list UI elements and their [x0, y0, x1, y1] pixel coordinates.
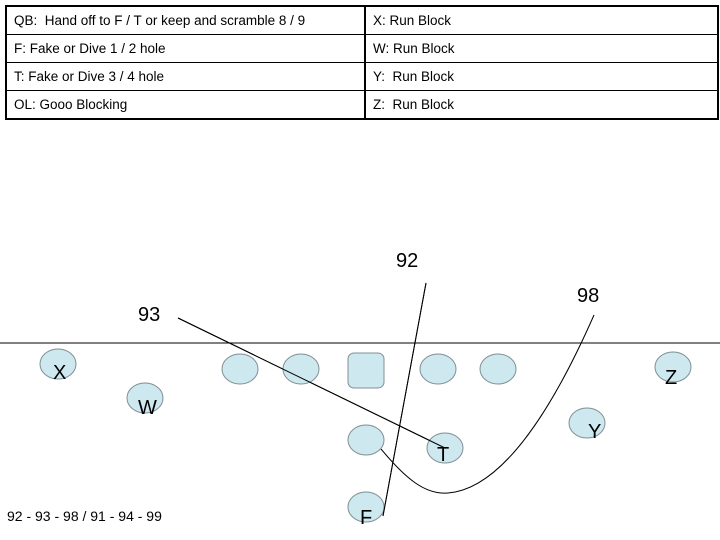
assignment-ol: OL: Gooo Blocking — [5, 90, 366, 120]
y-receiver-marker — [568, 407, 606, 439]
assignment-y: Y: Run Block — [364, 62, 719, 91]
f-back-marker — [347, 491, 385, 523]
assignment-f: F: Fake or Dive 1 / 2 hole — [5, 34, 366, 63]
player-label-f: F — [360, 507, 372, 529]
route-93-overlay — [177, 317, 446, 449]
player-label-z: Z — [665, 367, 677, 389]
player-label-x: X — [53, 362, 66, 384]
assignment-qb: QB: Hand off to F / T or keep and scramb… — [5, 5, 366, 35]
assignment-row: F: Fake or Dive 1 / 2 hole W: Run Block — [5, 34, 719, 63]
assignment-w: W: Run Block — [364, 34, 719, 63]
z-receiver-marker — [654, 351, 692, 383]
lineman-marker — [419, 353, 457, 385]
x-receiver-marker — [39, 348, 77, 380]
lineman-marker — [479, 353, 517, 385]
lineman-marker — [282, 353, 320, 385]
route-label-92: 92 — [396, 250, 418, 272]
center-marker — [347, 352, 385, 389]
qb-marker — [347, 424, 385, 456]
player-label-w: W — [138, 397, 157, 419]
assignment-x: X: Run Block — [364, 5, 719, 35]
w-receiver-marker — [126, 382, 164, 414]
assignment-row: QB: Hand off to F / T or keep and scramb… — [5, 5, 719, 35]
route-label-93: 93 — [138, 304, 160, 326]
assignment-z: Z: Run Block — [364, 90, 719, 120]
play-sequence: 92 - 93 - 98 / 91 - 94 - 99 — [7, 508, 162, 524]
player-label-t: T — [437, 444, 449, 466]
assignment-row: OL: Gooo Blocking Z: Run Block — [5, 90, 719, 120]
route-98 — [380, 314, 595, 494]
assignment-table: QB: Hand off to F / T or keep and scramb… — [5, 5, 719, 120]
player-label-y: Y — [588, 421, 601, 443]
assignment-t: T: Fake or Dive 3 / 4 hole — [5, 62, 366, 91]
route-92-overlay — [382, 282, 427, 517]
route-label-98: 98 — [577, 285, 599, 307]
assignment-row: T: Fake or Dive 3 / 4 hole Y: Run Block — [5, 62, 719, 91]
lineman-marker — [221, 353, 259, 385]
